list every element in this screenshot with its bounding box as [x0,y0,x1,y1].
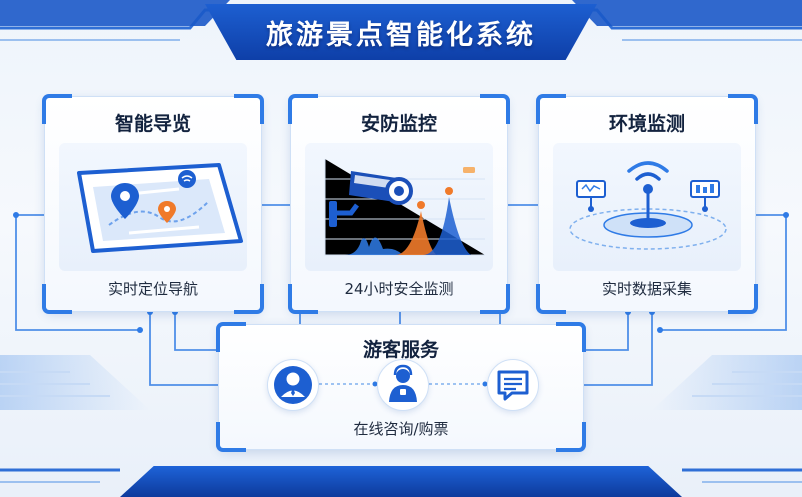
card-environment-monitor: 环境监测 [536,94,758,314]
sensor-icon [576,180,606,212]
location-pin-icon [111,183,139,219]
security-camera-icon [329,171,413,227]
card-subtitle-smart-guide: 实时定位导航 [107,280,198,298]
service-connectors [319,381,488,387]
bottom-bar [120,466,682,497]
card-visitor-service: 游客服务 在线咨询/购票 [216,322,586,452]
header-banner: 旅游景点智能化系统 [205,4,597,60]
card-illustration [305,143,493,271]
card-subtitle-security-monitor: 24小时安全监测 [344,280,454,298]
page-title: 旅游景点智能化系统 [266,19,536,51]
card-smart-guide: 智能导览 实时定位导航 [42,94,264,314]
card-title-visitor-service: 游客服务 [362,339,439,361]
card-title-environment-monitor: 环境监测 [608,113,685,135]
map-icon [77,163,243,253]
card-illustration [553,143,741,271]
wifi-tower-icon [627,161,669,221]
staff-avatar-icon [267,359,319,411]
card-subtitle-visitor-service: 在线咨询/购票 [353,420,449,438]
chat-message-icon [487,359,539,411]
card-title-smart-guide: 智能导览 [114,113,191,135]
card-illustration [59,143,247,271]
card-title-security-monitor: 安防监控 [360,113,437,135]
location-pin-orange-icon [158,201,176,223]
tour-guide-icon [377,359,429,411]
sensor-icon [690,180,720,212]
wifi-signal-icon [178,170,196,188]
card-subtitle-environment-monitor: 实时数据采集 [601,280,692,298]
card-security-monitor: 安防监控 24小时安全监测 [288,94,510,314]
area-chart-icon [345,167,475,255]
